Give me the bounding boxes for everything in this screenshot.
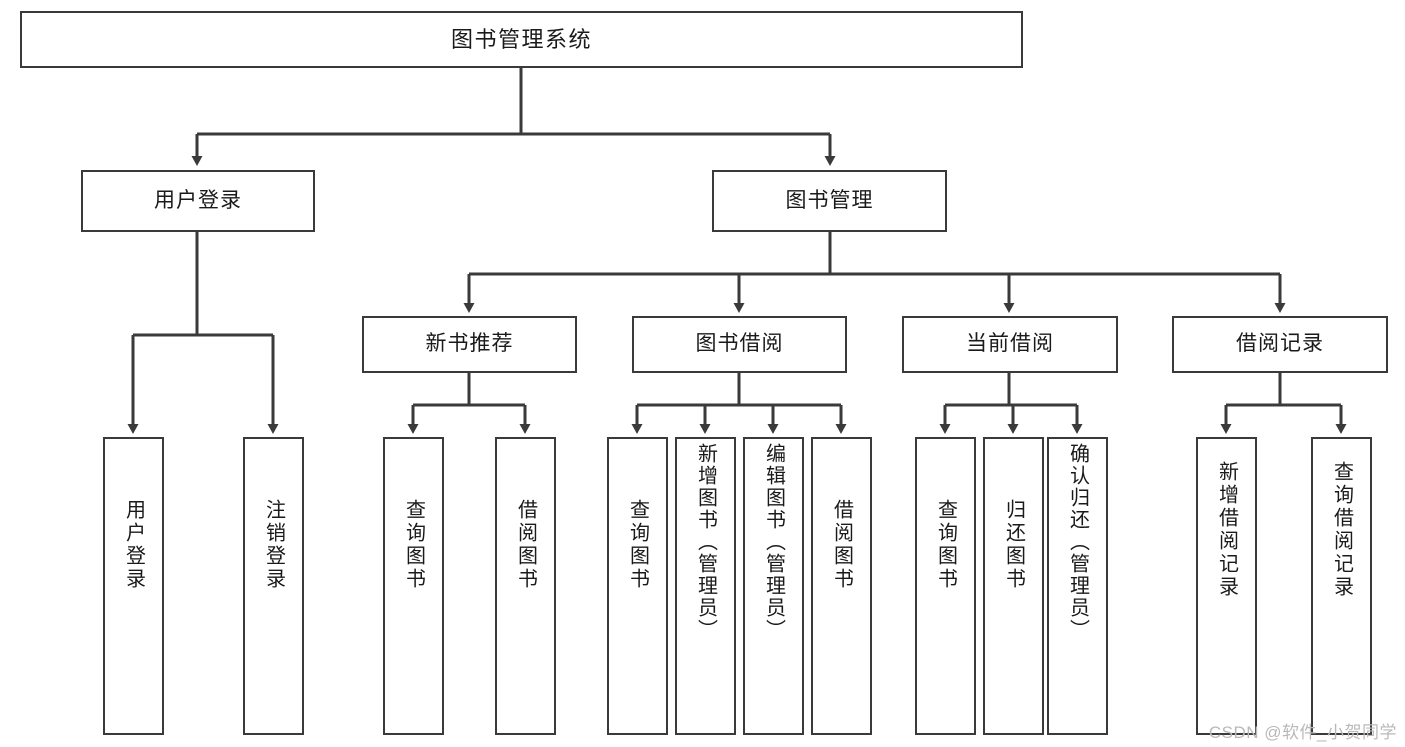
node-label: 当前借阅	[966, 332, 1054, 356]
leaf-confirm-return-admin[interactable]: 确认归还（管理员）	[1047, 437, 1108, 735]
node-label: 借阅图书	[514, 499, 537, 591]
node-user-login[interactable]: 用户登录	[81, 170, 315, 232]
node-label: 编辑图书（管理员）	[762, 443, 785, 641]
leaf-query-book-current[interactable]: 查询图书	[915, 437, 976, 735]
node-label: 注销登录	[262, 499, 285, 591]
node-root-system[interactable]: 图书管理系统	[20, 11, 1023, 68]
leaf-borrow-book[interactable]: 借阅图书	[811, 437, 872, 735]
leaf-query-book-newbook[interactable]: 查询图书	[383, 437, 444, 735]
leaf-add-borrow-record[interactable]: 新增借阅记录	[1196, 437, 1257, 735]
node-label: 用户登录	[154, 188, 242, 212]
leaf-add-book-admin[interactable]: 新增图书（管理员）	[675, 437, 736, 735]
node-new-book-recommend[interactable]: 新书推荐	[362, 316, 577, 373]
leaf-edit-book-admin[interactable]: 编辑图书（管理员）	[743, 437, 804, 735]
node-label: 新增借阅记录	[1215, 461, 1238, 599]
leaf-logout[interactable]: 注销登录	[243, 437, 304, 735]
node-label: 借阅记录	[1236, 332, 1324, 356]
node-book-borrow[interactable]: 图书借阅	[632, 316, 847, 373]
node-label: 查询借阅记录	[1330, 461, 1353, 599]
node-current-borrow[interactable]: 当前借阅	[902, 316, 1118, 373]
node-label: 查询图书	[402, 499, 425, 591]
node-borrow-record[interactable]: 借阅记录	[1172, 316, 1388, 373]
node-label: 借阅图书	[830, 499, 853, 591]
leaf-query-book-borrow[interactable]: 查询图书	[607, 437, 668, 735]
node-label: 图书借阅	[695, 332, 784, 356]
leaf-user-login[interactable]: 用户登录	[103, 437, 164, 735]
node-label: 归还图书	[1002, 499, 1025, 591]
node-label: 新书推荐	[425, 332, 514, 356]
leaf-borrow-book-newbook[interactable]: 借阅图书	[495, 437, 556, 735]
node-label: 新增图书（管理员）	[694, 443, 717, 641]
watermark: CSDN @软件_小贺同学	[1208, 723, 1397, 742]
node-label: 查询图书	[626, 499, 649, 591]
leaf-return-book[interactable]: 归还图书	[983, 437, 1044, 735]
node-label: 确认归还（管理员）	[1066, 443, 1089, 641]
node-label: 用户登录	[122, 499, 145, 591]
node-book-management[interactable]: 图书管理	[712, 170, 947, 232]
node-label: 图书管理	[785, 188, 874, 212]
node-label: 查询图书	[934, 499, 957, 591]
node-label: 图书管理系统	[450, 26, 592, 52]
leaf-query-borrow-record[interactable]: 查询借阅记录	[1311, 437, 1372, 735]
